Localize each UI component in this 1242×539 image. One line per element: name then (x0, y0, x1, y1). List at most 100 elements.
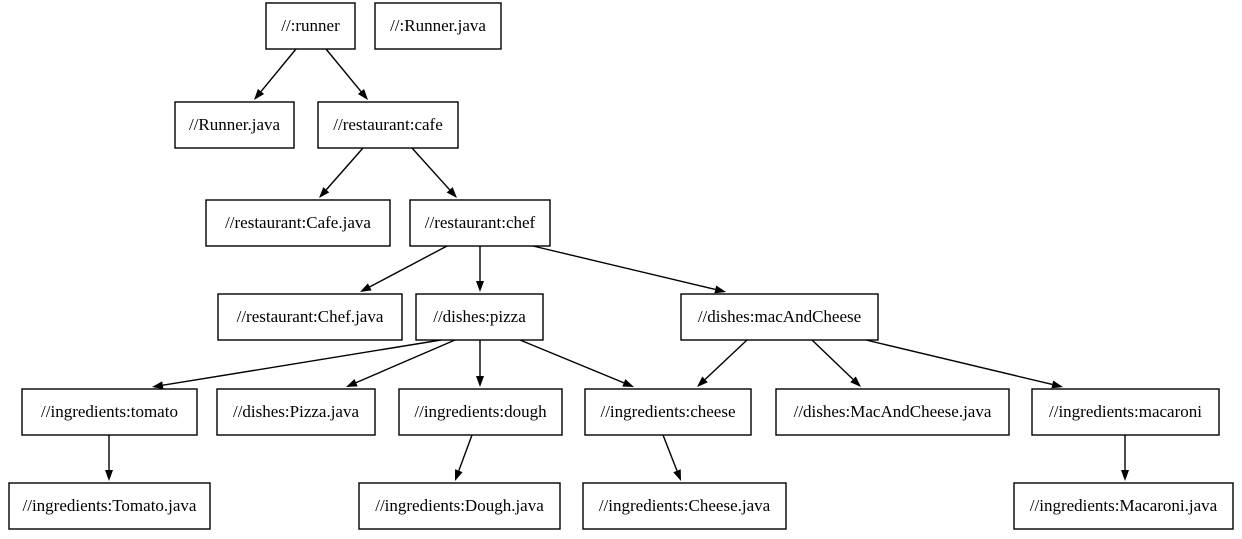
graph-node[interactable]: //dishes:pizza (415, 293, 544, 341)
graph-edge (519, 339, 634, 387)
graph-node[interactable]: //restaurant:chef (409, 199, 551, 247)
edge-line (325, 48, 362, 92)
graph-node[interactable]: //:runner (265, 2, 356, 50)
node-box[interactable] (205, 199, 391, 247)
graph-node[interactable]: //ingredients:Dough.java (358, 482, 561, 530)
graph-edge (662, 434, 681, 481)
node-label: //restaurant:Cafe.java (225, 213, 371, 232)
graph-node[interactable]: //dishes:MacAndCheese.java (775, 388, 1010, 436)
node-label: //restaurant:cafe (333, 115, 443, 134)
graph-edge (455, 434, 473, 481)
edge-line (519, 339, 625, 384)
edges-layer (105, 48, 1129, 481)
graph-edge (476, 246, 484, 292)
node-label: //dishes:MacAndCheese.java (794, 402, 992, 421)
edge-arrowhead (697, 376, 708, 387)
edge-line (369, 245, 448, 288)
edge-line (162, 339, 442, 386)
edge-arrowhead (1051, 380, 1063, 389)
node-box[interactable] (358, 482, 561, 530)
node-box[interactable] (8, 482, 211, 530)
node-label: //dishes:macAndCheese (698, 307, 861, 326)
node-box[interactable] (174, 101, 295, 149)
graph-edge (319, 147, 364, 198)
edge-arrowhead (319, 187, 330, 198)
graph-node[interactable]: //ingredients:Macaroni.java (1013, 482, 1234, 530)
graph-edge (865, 339, 1063, 389)
node-box[interactable] (582, 482, 787, 530)
node-label: //ingredients:Dough.java (375, 496, 544, 515)
node-label: //restaurant:Chef.java (237, 307, 384, 326)
node-box[interactable] (1031, 388, 1220, 436)
graph-node[interactable]: //restaurant:cafe (317, 101, 459, 149)
node-box[interactable] (584, 388, 752, 436)
edge-line (811, 339, 854, 380)
edge-arrowhead (446, 187, 457, 198)
graph-edge (1121, 435, 1129, 481)
node-box[interactable] (21, 388, 198, 436)
edge-line (865, 339, 1053, 386)
graph-node[interactable]: //ingredients:tomato (21, 388, 198, 436)
node-label: //:runner (281, 16, 340, 35)
edge-arrowhead (673, 469, 681, 481)
edge-arrowhead (254, 88, 265, 100)
graph-edge (532, 245, 726, 294)
edge-arrowhead (346, 378, 358, 387)
graph-edge (152, 339, 442, 390)
node-label: //dishes:Pizza.java (233, 402, 360, 421)
graph-edge (325, 48, 368, 100)
edge-arrowhead (152, 381, 164, 390)
node-box[interactable] (265, 2, 356, 50)
graph-node[interactable]: //ingredients:Cheese.java (582, 482, 787, 530)
node-box[interactable] (415, 293, 544, 341)
node-box[interactable] (680, 293, 879, 341)
graph-node[interactable]: //ingredients:cheese (584, 388, 752, 436)
edge-line (260, 48, 297, 92)
edge-line (704, 339, 748, 380)
graph-edge (697, 339, 748, 387)
node-box[interactable] (317, 101, 459, 149)
edge-arrowhead (850, 376, 861, 387)
graph-edge (254, 48, 297, 100)
graph-node[interactable]: //Runner.java (174, 101, 295, 149)
graph-node[interactable]: //ingredients:dough (398, 388, 563, 436)
graph-node[interactable]: //ingredients:Tomato.java (8, 482, 211, 530)
edge-line (662, 434, 678, 472)
node-label: //ingredients:cheese (600, 402, 735, 421)
edge-arrowhead (476, 376, 484, 387)
edge-arrowhead (105, 470, 113, 481)
edge-line (458, 434, 473, 471)
graph-node[interactable]: //restaurant:Chef.java (217, 293, 403, 341)
node-box[interactable] (409, 199, 551, 247)
nodes-layer: //:runner //:Runner.java //Runner.java //re… (8, 2, 1234, 530)
edge-arrowhead (714, 285, 726, 294)
node-box[interactable] (216, 388, 376, 436)
graph-node[interactable]: //ingredients:macaroni (1031, 388, 1220, 436)
node-box[interactable] (398, 388, 563, 436)
node-box[interactable] (374, 2, 502, 50)
edge-arrowhead (476, 281, 484, 292)
graph-edge (476, 340, 484, 387)
edge-line (355, 339, 456, 384)
node-label: //restaurant:chef (425, 213, 536, 232)
node-box[interactable] (775, 388, 1010, 436)
edge-arrowhead (455, 469, 463, 481)
node-label: //ingredients:tomato (41, 402, 178, 421)
graph-node[interactable]: //dishes:macAndCheese (680, 293, 879, 341)
node-box[interactable] (1013, 482, 1234, 530)
edge-arrowhead (622, 379, 634, 387)
graph-node[interactable]: //dishes:Pizza.java (216, 388, 376, 436)
node-label: //ingredients:dough (414, 402, 547, 421)
graph-node[interactable]: //:Runner.java (374, 2, 502, 50)
node-box[interactable] (217, 293, 403, 341)
graph-node[interactable]: //restaurant:Cafe.java (205, 199, 391, 247)
edge-arrowhead (357, 88, 368, 100)
node-label: //:Runner.java (390, 16, 486, 35)
edge-line (325, 147, 364, 191)
graph-edge (105, 435, 113, 481)
edge-line (411, 147, 451, 191)
graph-edge (346, 339, 456, 387)
node-label: //ingredients:Cheese.java (599, 496, 771, 515)
